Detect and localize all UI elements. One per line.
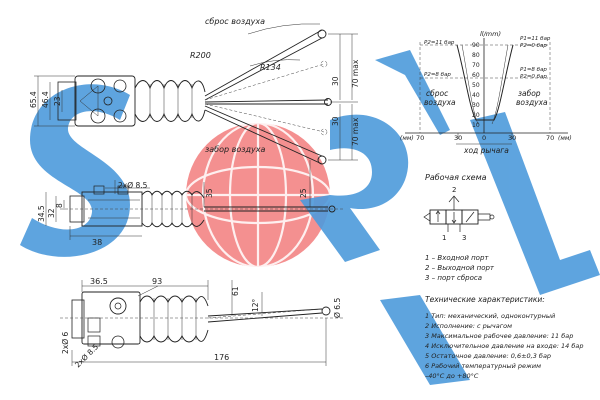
graph-curve-left xyxy=(456,44,484,121)
label-r200: R200 xyxy=(190,51,211,60)
graph-right-p1a: P1=11 бар xyxy=(520,36,551,42)
scheme-legend-3: 3 – порт сброса xyxy=(425,274,482,282)
bottom-dim-36-5: 36.5 xyxy=(90,277,108,286)
graph-right-p1b: P2=0 бар xyxy=(520,43,547,49)
top-bellows xyxy=(134,80,206,122)
dim-46-4: 46.4 xyxy=(41,91,50,108)
watermark-letters xyxy=(20,50,600,385)
spec-item-4: 4 Исключительное давление на входе: 14 б… xyxy=(425,342,583,350)
label-exhaust-air: сброс воздуха xyxy=(205,17,265,26)
graph-y-tick-20: 20 xyxy=(472,112,480,119)
scheme-legend-2: 2 – Выходной порт xyxy=(425,264,495,272)
graph-x-tick-70-right: 70 xyxy=(546,134,554,142)
dim-30-top: 30 xyxy=(331,76,340,86)
side-dim-35: 35 xyxy=(205,188,214,198)
specs-title: Технические характеристики: xyxy=(425,295,545,304)
dim-70max-top: 70 max xyxy=(351,59,360,88)
graph-x-tick-30-right: 30 xyxy=(508,134,516,142)
graph-y-tick-80: 80 xyxy=(472,52,480,59)
graph-right-p2b: P2=0 бар xyxy=(520,74,547,80)
top-right-dims xyxy=(328,33,358,161)
graph-x-tick-0: 0 xyxy=(482,134,486,142)
spec-item-7: –40°С до +80°С xyxy=(425,372,479,380)
spec-item-2: 2 Исполнение: с рычагом xyxy=(425,322,512,330)
spec-item-3: 3 Максимальное рабочее давление: 11 бар xyxy=(425,332,573,340)
watermark xyxy=(20,50,600,385)
side-dim-34-5: 34.5 xyxy=(37,205,46,222)
scheme-port-2: 2 xyxy=(452,186,456,194)
side-dim-32: 32 xyxy=(47,208,56,218)
label-r134: R134 xyxy=(260,63,281,72)
scheme-legend-1: 1 – Входной порт xyxy=(425,254,489,262)
graph-x-unit-right: (мм) xyxy=(558,135,572,142)
side-dim-25: 25 xyxy=(299,188,308,198)
graph-y-tick-70: 70 xyxy=(472,62,480,69)
bottom-dim-d6-5: Ø 6.5 xyxy=(333,298,342,318)
graph-y-tick-60: 60 xyxy=(472,72,480,79)
graph-curve-right xyxy=(484,44,514,121)
spec-item-6: 6 Рабочий температурный режим xyxy=(425,362,541,370)
lever-graph: ll/mm) 90 80 70 60 50 40 30 20 10 70 30 … xyxy=(400,30,572,155)
bottom-dim-93: 93 xyxy=(152,277,162,286)
graph-left-p2: P2=8 бар xyxy=(424,72,451,78)
bottom-view: 36.5 93 61 12° Ø 6.5 2xØ 6 2xØ 8.5 176 xyxy=(60,277,345,369)
graph-y-tick-30: 30 xyxy=(472,102,480,109)
side-dim-38: 38 xyxy=(92,238,102,247)
graph-x-tick-30-left: 30 xyxy=(454,134,462,142)
side-view: 2xØ 8.5 35 25 34.5 32 8 38 xyxy=(37,160,345,247)
graph-y-tick-50: 50 xyxy=(472,82,480,89)
label-intake-air: забор воздуха xyxy=(205,145,265,154)
scheme-title: Рабочая схема xyxy=(425,173,487,182)
spec-item-1: 1 Тип: механический, одноконтурный xyxy=(425,312,555,320)
graph-y-tick-10: 10 xyxy=(472,122,480,129)
spec-item-5: 5 Остаточное давление: 0,6±0,3 бар xyxy=(425,352,551,360)
bottom-dim-12-deg: 12° xyxy=(251,298,260,312)
graph-y-tick-90: 90 xyxy=(472,42,480,49)
graph-x-unit-left: (мм) xyxy=(400,135,414,142)
specifications: Технические характеристики: 1 Тип: механ… xyxy=(425,295,583,380)
graph-x-tick-70-left: 70 xyxy=(416,134,424,142)
working-scheme: Рабочая схема 2 1 3 1 – Входной порт 2 –… xyxy=(423,173,495,282)
graph-y-tick-40: 40 xyxy=(472,92,480,99)
dim-70max-bottom: 70 max xyxy=(351,117,360,146)
side-dim-2x-d8-5: 2xØ 8.5 xyxy=(118,181,148,190)
dim-23: 23 xyxy=(53,96,62,106)
bottom-dim-2x-d6: 2xØ 6 xyxy=(61,332,70,354)
scheme-port-1: 1 xyxy=(442,234,446,242)
top-left-dims xyxy=(34,75,75,127)
graph-left-p1: P2=11 бар xyxy=(424,40,455,46)
graph-right-p2a: P1=8 бар xyxy=(520,67,547,73)
scheme-port-3: 3 xyxy=(462,234,466,242)
bottom-dim-61: 61 xyxy=(231,286,240,296)
dim-65-4: 65.4 xyxy=(29,91,38,108)
graph-lever-label: ход рычага xyxy=(463,146,509,155)
side-dim-8: 8 xyxy=(55,203,64,208)
graph-y-axis-label: ll/mm) xyxy=(480,30,501,38)
top-view: 65.4 46.4 23 30 30 70 max 70 max сброс в… xyxy=(29,17,360,165)
dim-30-bottom: 30 xyxy=(331,116,340,126)
bottom-bellows xyxy=(139,295,209,343)
bottom-dim-176: 176 xyxy=(214,353,229,362)
bottom-dim-2x-d8-5: 2xØ 8.5 xyxy=(73,342,100,369)
top-levers xyxy=(204,23,332,165)
